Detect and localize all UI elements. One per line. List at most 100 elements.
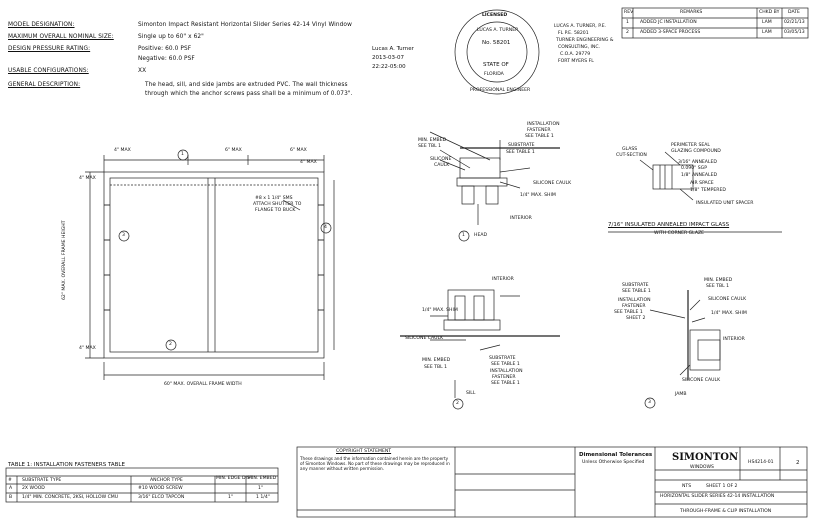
ig-label-glass: GLASS bbox=[622, 147, 638, 152]
rev-row-1-num: 1 bbox=[626, 20, 629, 25]
height-label: 62" MAX. OVERALL FRAME HEIGHT bbox=[62, 220, 67, 300]
rev-value: 2 bbox=[796, 460, 800, 466]
seal-number: No. 58201 bbox=[482, 40, 511, 46]
callout-line-1: #8 x 1 1/4" SMS bbox=[255, 196, 293, 201]
header-value-size: Single up to 60" x 62" bbox=[138, 34, 204, 40]
jamb-num: 3 bbox=[648, 400, 651, 405]
engineer-line-5: C.O.A. 29779 bbox=[560, 52, 591, 57]
fastener-row-2-edge: 1" bbox=[228, 495, 234, 500]
dim-label-5: 4" MAX bbox=[79, 176, 96, 181]
jamb-label-caulk: SILICONE CAULK bbox=[708, 297, 747, 302]
header-label-description: GENERAL DESCRIPTION: bbox=[8, 82, 81, 88]
marker-1: 1 bbox=[181, 152, 184, 157]
ig-label-compound: GLAZING COMPOUND bbox=[671, 149, 721, 154]
jamb-label-caulk-2: SILICONE CAULK bbox=[682, 378, 721, 383]
fastener-row-2-embed: 1 1/4" bbox=[256, 495, 270, 500]
header-value-model: Simonton Impact Resistant Horizontal Sli… bbox=[138, 22, 352, 28]
company-logo: SIMONTON bbox=[672, 452, 739, 463]
tolerances-sub: Unless Otherwise Specified bbox=[582, 460, 645, 465]
marker-2: 2 bbox=[169, 342, 172, 347]
drawing-title: HORIZONTAL SLIDER SERIES 42-14 INSTALLAT… bbox=[660, 494, 775, 499]
seal-top-text: LICENSED bbox=[482, 13, 508, 18]
sill-label-embed: MIN. EMBED bbox=[422, 358, 451, 363]
ig-label-annealed-2: 1/8" ANNEALED bbox=[681, 173, 718, 178]
header-label-config: USABLE CONFIGURATIONS: bbox=[8, 68, 89, 74]
signer-name: Lucas A. Turner bbox=[372, 46, 414, 52]
dim-label-2: 6" MAX bbox=[225, 148, 242, 153]
signer-date: 2013-03-07 bbox=[372, 55, 404, 61]
head-label-embed: MIN. EMBED bbox=[418, 138, 447, 143]
scale-value: NTS bbox=[682, 484, 692, 489]
fastener-header-num: # bbox=[8, 478, 12, 483]
ig-label-perimeter: PERIMETER SEAL bbox=[671, 143, 710, 148]
head-label-shim: 1/4" MAX. SHIM bbox=[520, 193, 556, 198]
fastener-header-substrate: SUBSTRATE TYPE bbox=[22, 478, 62, 483]
sill-label-fastener-tbl: SEE TABLE 1 bbox=[491, 381, 520, 386]
tolerances-title: Dimensional Tolerances bbox=[579, 452, 653, 458]
head-label-fastener: FASTENER bbox=[527, 128, 551, 133]
footer-title: THROUGH-FRAME & CLIP INSTALLATION bbox=[680, 509, 772, 514]
dim-label-6: 4" MAX bbox=[79, 346, 96, 351]
ig-label-annealed-1: 3/16" ANNEALED bbox=[678, 160, 717, 165]
engineer-line-2: FL P.E. 58201 bbox=[558, 31, 589, 36]
seal-state-name: FLORIDA bbox=[484, 72, 504, 77]
head-label-table: SEE TABLE 1 bbox=[525, 134, 554, 139]
seal-bottom-text: PROFESSIONAL ENGINEER bbox=[470, 88, 531, 93]
jamb-label-fastener-tbl: SEE TABLE 1 bbox=[614, 310, 643, 315]
fastener-header-embed: MIN. EMBED bbox=[248, 476, 277, 481]
fastener-row-1-substrate: 2X WOOD bbox=[22, 486, 45, 491]
rev-header-rev: REV bbox=[624, 10, 634, 15]
jamb-label-fastener: FASTENER bbox=[622, 304, 646, 309]
rev-row-2-num: 2 bbox=[626, 30, 629, 35]
engineer-line-4: CONSULTING, INC. bbox=[558, 45, 601, 50]
sill-title: SILL bbox=[466, 391, 476, 396]
header-value-config: XX bbox=[138, 68, 147, 74]
jamb-label-substrate-tbl: SEE TABLE 1 bbox=[622, 289, 651, 294]
copyright-title: COPYRIGHT STATEMENT bbox=[336, 449, 392, 454]
sill-label-caulk: SILICONE CAULK bbox=[405, 336, 444, 341]
head-label-embed-tbl: SEE TBL 1 bbox=[418, 144, 442, 149]
fastener-row-1-anchor: #10 WOOD SCREW bbox=[138, 486, 183, 491]
sill-num: 2 bbox=[456, 401, 459, 406]
sill-label-shim: 1/4" MAX. SHIM bbox=[422, 308, 458, 313]
dim-label-3: 6" MAX bbox=[290, 148, 307, 153]
sill-label-interior: INTERIOR bbox=[492, 277, 514, 282]
jamb-label-embed: MIN. EMBED bbox=[704, 278, 733, 283]
ig-label-tempered: 1/8" TEMPERED bbox=[690, 188, 726, 193]
header-label-size: MAXIMUM OVERALL NOMINAL SIZE: bbox=[8, 34, 114, 40]
header-value-description-1: The head, sill, and side jambs are extru… bbox=[145, 82, 348, 88]
width-label: 60" MAX. OVERALL FRAME WIDTH bbox=[164, 382, 242, 387]
fastener-row-2-substrate: 1/4" MIN. CONCRETE, 2KSI, HOLLOW CMU bbox=[22, 495, 119, 500]
engineer-line-6: FORT MYERS FL bbox=[558, 59, 594, 64]
sill-label-fastener: FASTENER bbox=[492, 375, 516, 380]
rev-header-chkd: CHKD BY bbox=[759, 10, 780, 15]
marker-3: 3 bbox=[122, 233, 125, 238]
jamb-label-sheet: SHEET 2 bbox=[626, 316, 646, 321]
fastener-row-2-num: B bbox=[9, 495, 13, 500]
callout-line-3: FLANGE TO BUCK bbox=[255, 208, 296, 213]
sill-label-installation: INSTALLATION bbox=[490, 369, 523, 374]
head-label-substrate-tbl: SEE TABLE 1 bbox=[506, 150, 535, 155]
rev-row-1-remarks: ADDED JC INSTALLATION bbox=[640, 20, 697, 25]
jamb-label-shim: 1/4" MAX. SHIM bbox=[711, 311, 747, 316]
fastener-row-2-anchor: 3/16" ELCO TAPCON bbox=[138, 495, 185, 500]
ig-label-sgp: 0.090" SGP bbox=[681, 166, 707, 171]
rev-row-2-date: 03/05/13 bbox=[784, 30, 805, 35]
rev-row-1-date: 02/21/13 bbox=[784, 20, 805, 25]
head-label-caulk-2: SILICONE CAULK bbox=[533, 181, 572, 186]
signer-time: 22:22-05:00 bbox=[372, 64, 406, 70]
header-value-positive: Positive: 60.0 PSF bbox=[138, 46, 192, 52]
ig-label-spacer: INSULATED UNIT SPACER bbox=[696, 201, 754, 206]
header-label-pressure: DESIGN PRESSURE RATING: bbox=[8, 46, 91, 52]
head-label-caulk: CAULK bbox=[434, 163, 450, 168]
jamb-label-installation: INSTALLATION bbox=[618, 298, 651, 303]
rev-row-2-remarks: ADDED 3-SPACE PROCESS bbox=[640, 30, 701, 35]
head-num: 1 bbox=[462, 233, 465, 238]
ig-label-cut: CUT-SECTION bbox=[616, 153, 647, 158]
ig-title: 7/16" INSULATED ANNEALED IMPACT GLASS bbox=[608, 222, 730, 228]
company-sub: WINDOWS bbox=[690, 465, 714, 470]
header-value-negative: Negative: 60.0 PSF bbox=[138, 56, 195, 62]
rev-header-remarks: REMARKS bbox=[680, 10, 703, 15]
copyright-note: These drawings and the information conta… bbox=[300, 456, 450, 471]
ig-label-air: AIR SPACE bbox=[690, 181, 714, 186]
